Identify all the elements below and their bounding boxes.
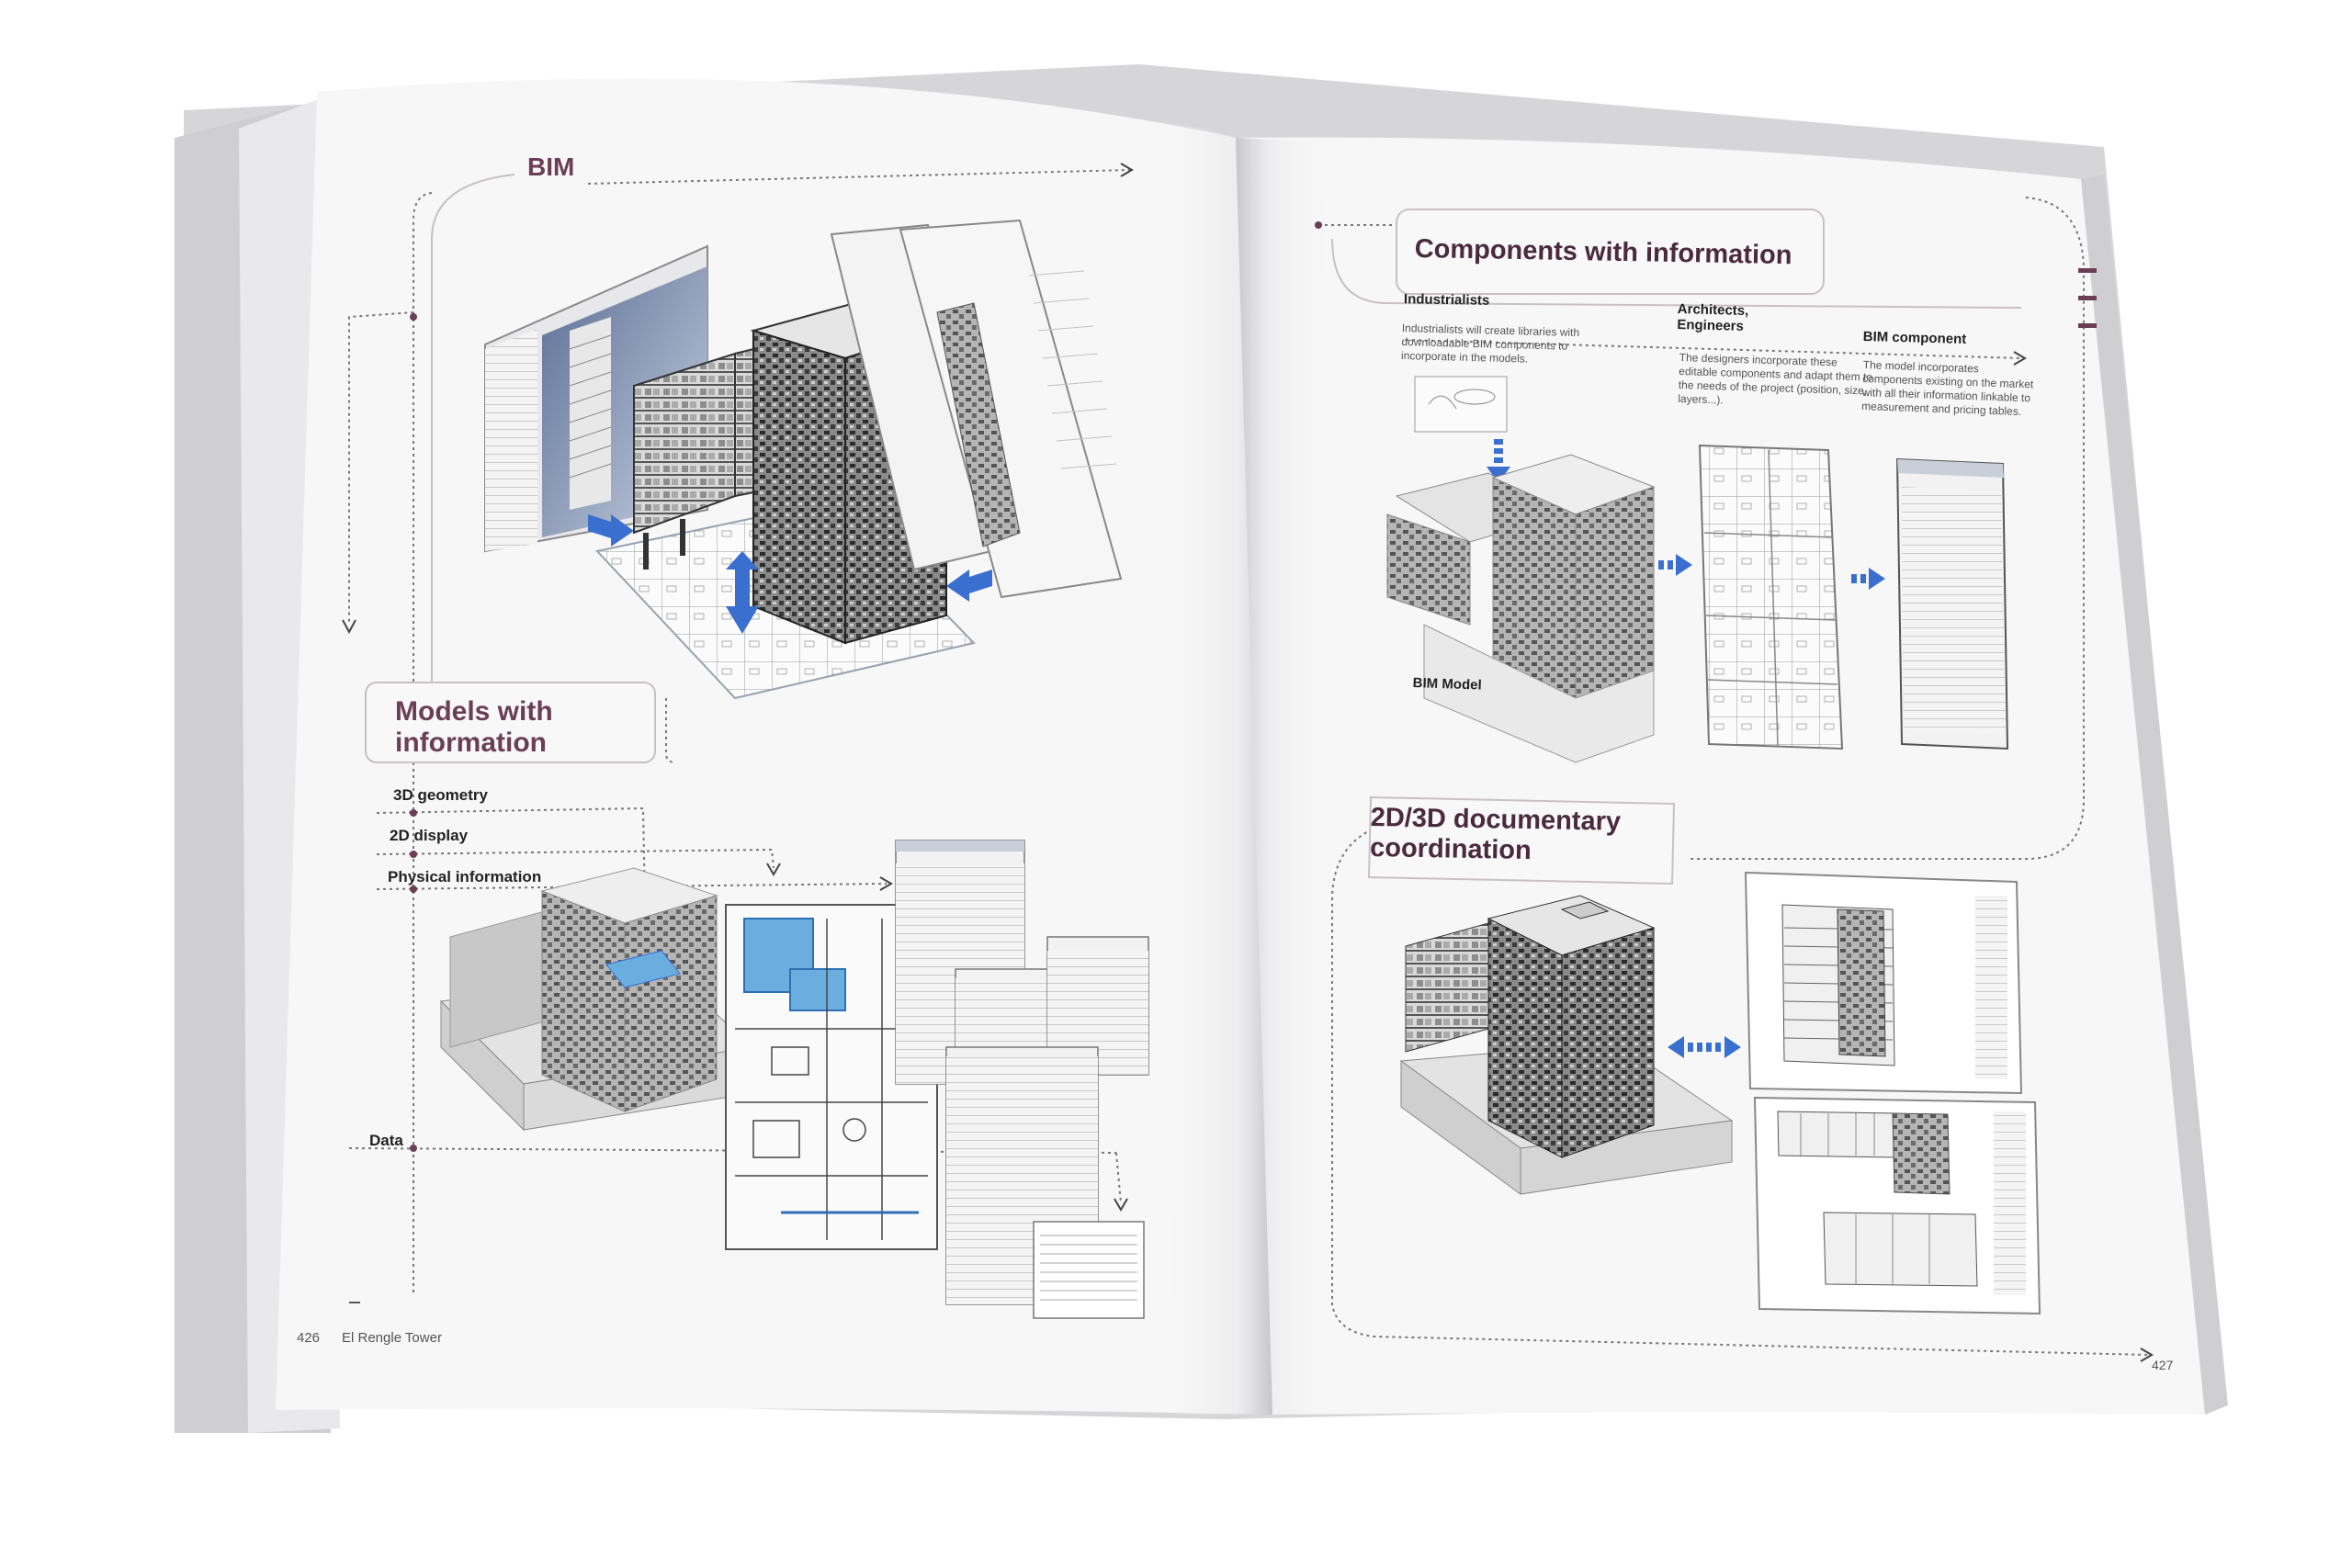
running-title: El Rengle Tower xyxy=(342,1330,442,1346)
column-title-industrialists: Industrialists xyxy=(1403,291,1490,309)
column-text-architects: The designers incorporate these editable… xyxy=(1678,351,1873,407)
models-heading-line2: information xyxy=(395,728,547,758)
label-3d-geometry: 3D geometry xyxy=(393,786,488,804)
section-heading-2d3d: 2D/3D documentary coordination xyxy=(1370,803,1621,868)
section-heading-bim: BIM xyxy=(527,152,575,181)
label-bim-model: BIM Model xyxy=(1412,675,1482,694)
2d3d-heading-line1: 2D/3D documentary xyxy=(1370,803,1622,837)
page-number-right: 427 xyxy=(2152,1358,2174,1372)
page-number-left: 426 xyxy=(297,1330,321,1346)
column-text-industrialists: Industrialists will create libraries wit… xyxy=(1400,321,1580,366)
label-data: Data xyxy=(369,1132,403,1149)
label-physical-information: Physical information xyxy=(388,868,542,886)
models-heading-line1: Models with xyxy=(395,696,553,727)
column-title-bim-component: BIM component xyxy=(1862,329,1967,347)
column-text-bim-component: The model incorporates components existi… xyxy=(1860,358,2034,419)
section-heading-models: Models with information xyxy=(395,696,553,759)
architects-title-line1: Architects, xyxy=(1677,301,1749,320)
column-title-architects: Architects, Engineers xyxy=(1677,301,1748,334)
2d3d-heading-line2: coordination xyxy=(1369,832,1532,866)
label-2d-display: 2D display xyxy=(390,827,469,844)
architects-title-line2: Engineers xyxy=(1677,316,1745,334)
